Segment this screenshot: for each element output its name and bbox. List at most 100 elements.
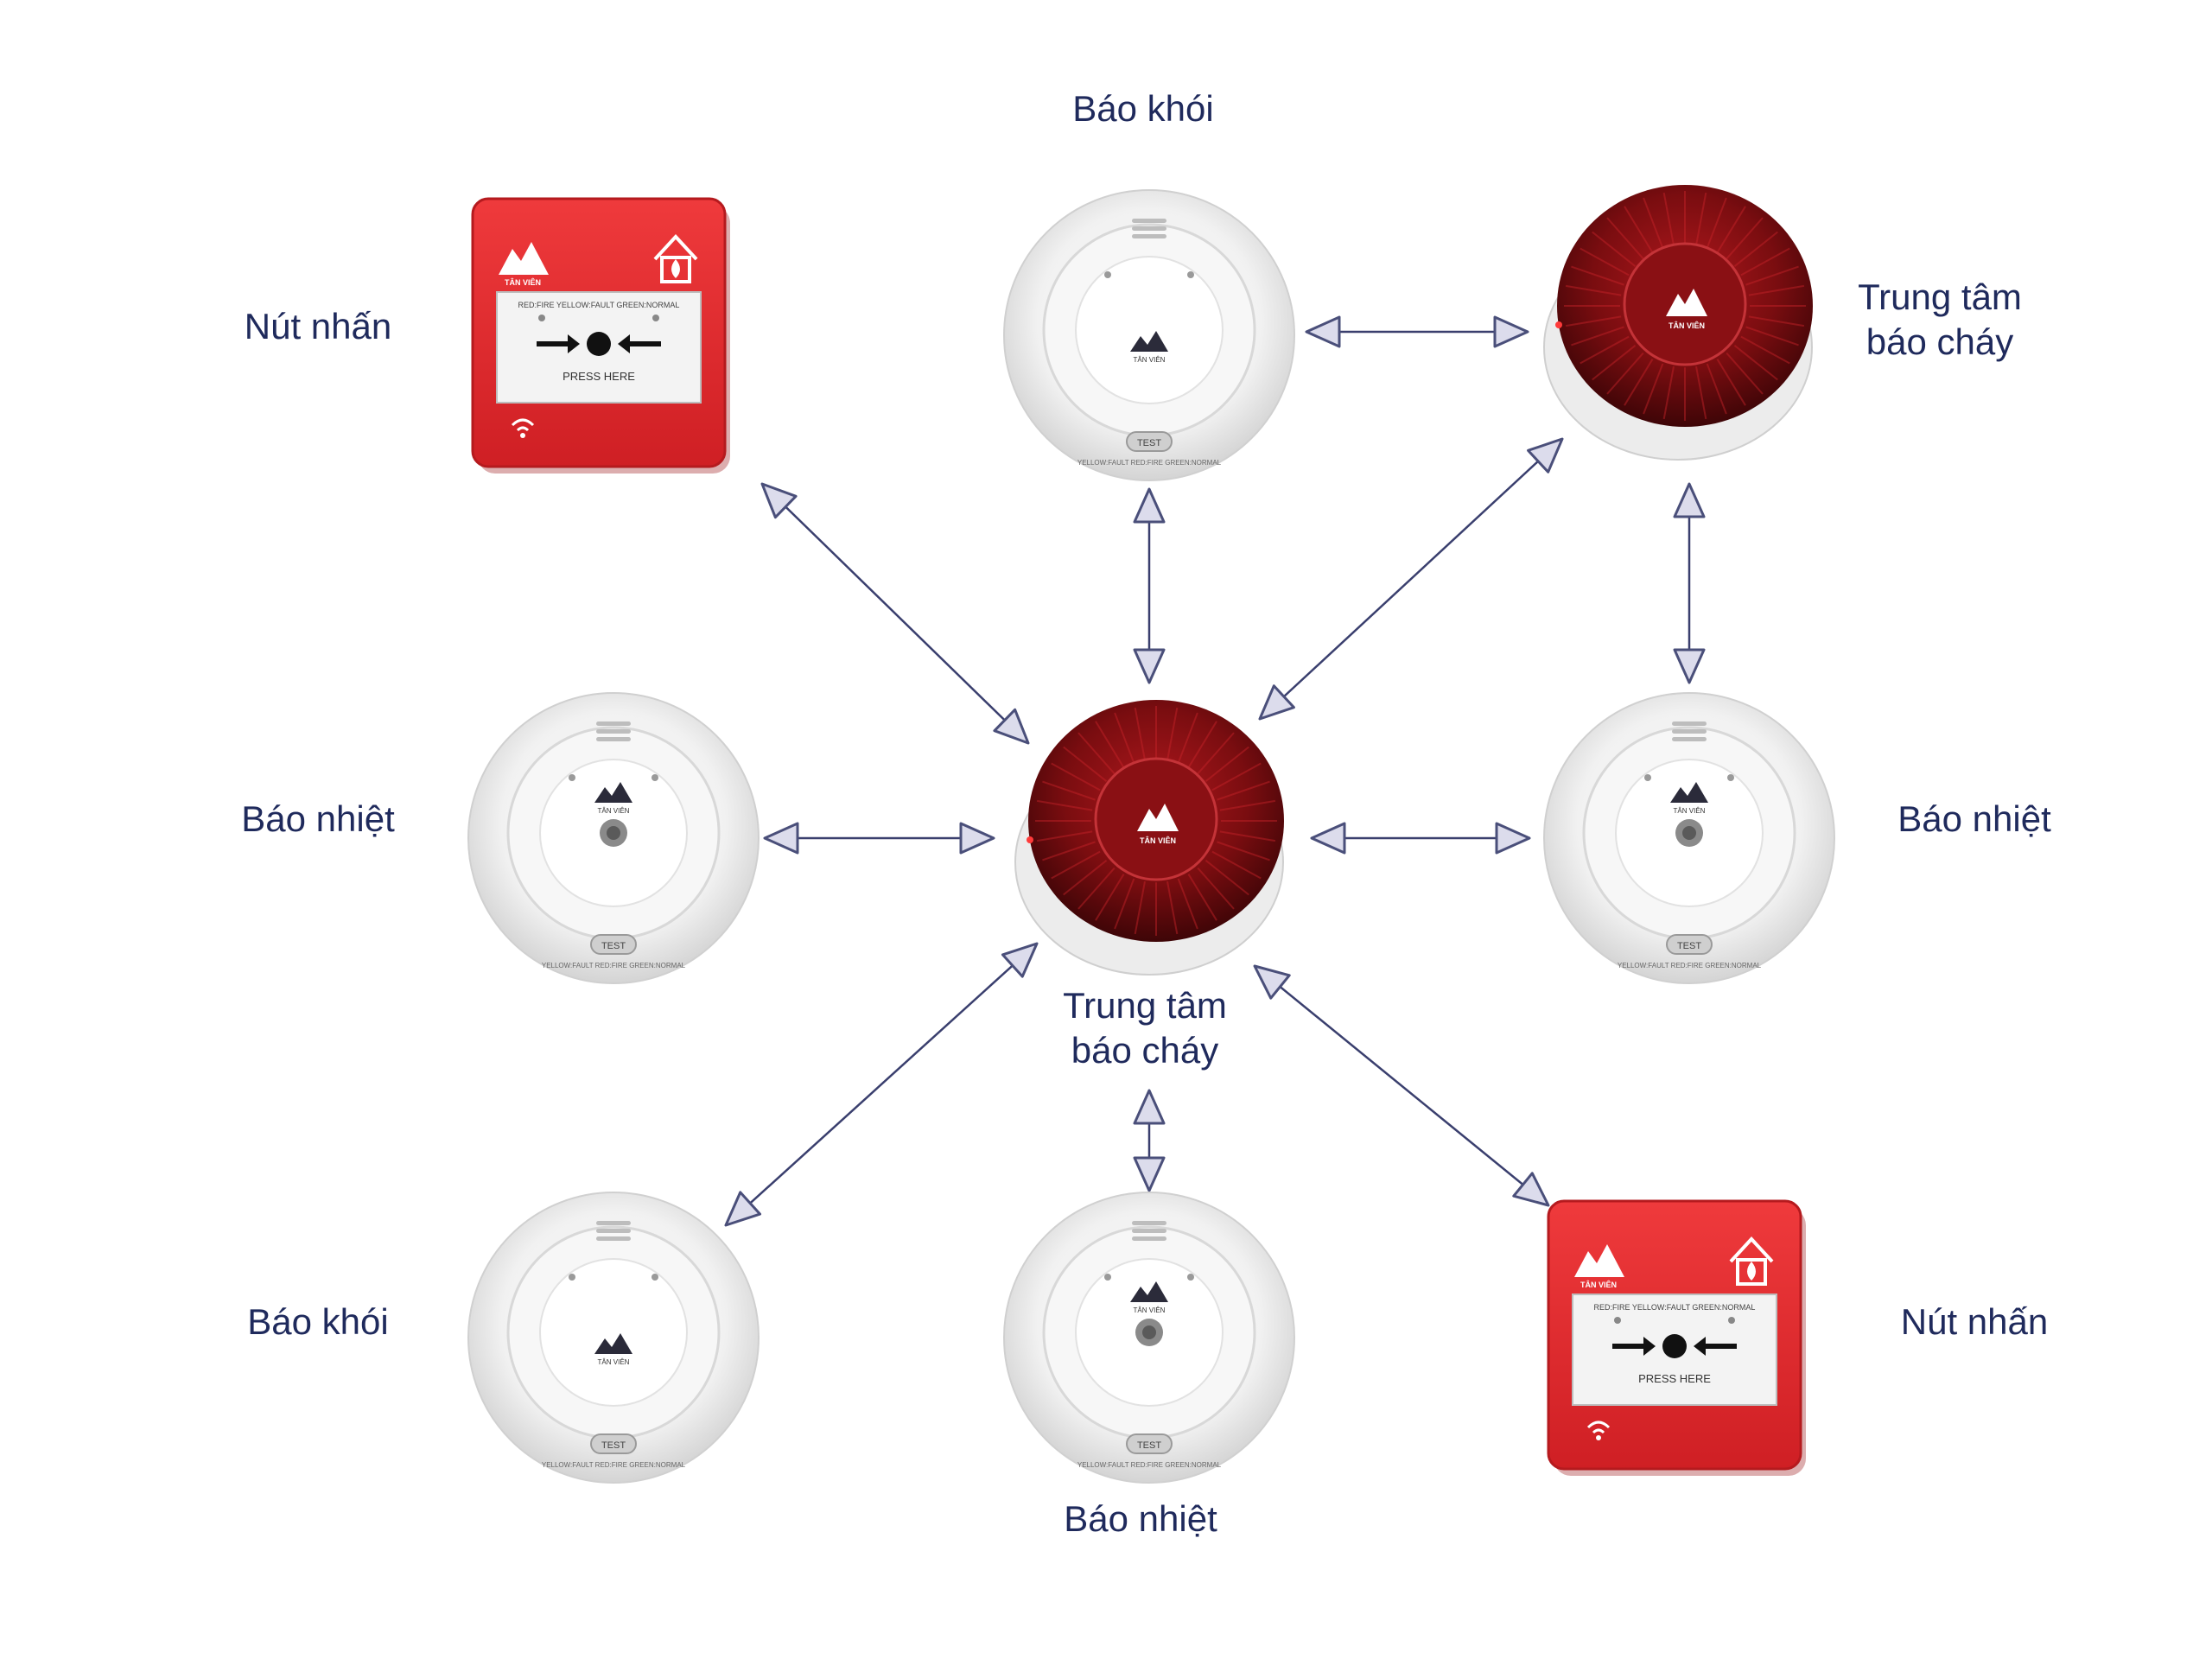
panel-rib: [1134, 880, 1146, 935]
arrow-smoke-to-center-head-start: [1133, 487, 1166, 524]
arrow-center-to-heat-bottom-head-start: [1133, 1089, 1166, 1125]
connection-arrows: [724, 315, 1706, 1227]
heat-sensor-core: [607, 826, 620, 840]
brand-text: TÂN VIÊN: [1580, 1280, 1617, 1289]
label-button-top-left: Nút nhấn: [244, 306, 392, 346]
led-indicator: [1104, 271, 1111, 278]
panel-rib: [1565, 315, 1622, 327]
press-here-text: PRESS HERE: [563, 370, 635, 383]
press-arrowhead-left: [1643, 1337, 1656, 1356]
label-heat-bottom: Báo nhiệt: [1064, 1498, 1217, 1539]
arrow-button-to-center-head-end: [993, 708, 1030, 745]
mountain-logo-icon: [1666, 289, 1707, 316]
test-label: TEST: [1677, 941, 1701, 951]
panel-rib: [1042, 780, 1096, 801]
wifi-icon-dot: [1596, 1435, 1601, 1440]
arrow-center-to-smoke-bottom-head-start: [1001, 942, 1039, 978]
arrow-heat-left-to-center-head-end: [959, 822, 995, 855]
status-legend: RED:FIRE YELLOW:FAULT GREEN:NORMAL: [518, 301, 680, 309]
panel-rib: [1748, 315, 1805, 327]
arrow-center-to-heat-right-head-start: [1310, 822, 1346, 855]
led-indicator: [1187, 271, 1194, 278]
brand-text: TÂN VIÊN: [505, 277, 541, 287]
panel-rib: [1606, 217, 1644, 260]
wifi-icon-inner: [516, 426, 530, 432]
panel-rib: [1166, 880, 1179, 935]
panel-rib: [1716, 206, 1746, 253]
panel-rib: [1114, 712, 1135, 764]
panel-rib: [1592, 231, 1637, 267]
panel-rib: [1051, 762, 1101, 791]
panel-rib: [1580, 247, 1630, 276]
arrow-smoke-to-center-head-end: [1133, 648, 1166, 684]
led-indicator: [569, 1274, 575, 1281]
arrow-button-to-center-line: [761, 483, 1029, 744]
panel-rib: [1166, 707, 1179, 761]
brand-text: TÂN VIÊN: [598, 807, 630, 815]
brand-text: TÂN VIÊN: [598, 1358, 630, 1366]
led-indicator: [538, 315, 545, 321]
arrow-smoke-to-top-panel-head-start: [1305, 315, 1341, 348]
arrow-center-to-heat-right-head-end: [1495, 822, 1531, 855]
detector-legend: YELLOW:FAULT RED:FIRE GREEN:NORMAL: [542, 962, 686, 969]
mountain-logo-icon: [594, 782, 632, 803]
manual-call-point-top-left: TÂN VIÊN RED:FIRE YELLOW:FAULT GREEN:NORM…: [471, 197, 730, 474]
wifi-icon-inner: [1592, 1428, 1605, 1434]
panel-rib: [1716, 359, 1746, 406]
led-indicator: [1727, 774, 1734, 781]
label-heat-left: Báo nhiệt: [241, 798, 395, 839]
panel-rib: [1740, 247, 1790, 276]
wifi-icon: [511, 418, 535, 427]
panel-rib: [1740, 335, 1790, 365]
panel-rib: [1643, 363, 1664, 415]
arrow-top-panel-to-center-line: [1259, 438, 1563, 720]
arrow-top-panel-to-center-head-start: [1527, 437, 1564, 474]
led-indicator: [1104, 1274, 1111, 1281]
brand-text: TÂN VIÊN: [1140, 836, 1176, 845]
detector-legend: YELLOW:FAULT RED:FIRE GREEN:NORMAL: [542, 1461, 686, 1469]
panel-rib: [1077, 732, 1116, 775]
brand-text: TÂN VIÊN: [1134, 356, 1166, 364]
panel-rib: [1565, 284, 1622, 296]
panel-rib: [1219, 799, 1276, 811]
vent-slot: [1132, 1229, 1166, 1233]
test-button: [1126, 1433, 1173, 1454]
panel-rib: [1624, 206, 1654, 253]
house-fire-icon-base: [1736, 1258, 1767, 1286]
panel-rib: [1187, 721, 1217, 768]
detector-face: [539, 1258, 688, 1407]
mountain-logo-icon: [594, 1333, 632, 1354]
arrow-center-to-button-bottom-head-start: [1253, 964, 1291, 1000]
arrow-center-to-smoke-bottom-line: [725, 943, 1038, 1226]
vent-slot: [1132, 1221, 1166, 1225]
arrow-top-panel-to-heat-right-head-end: [1673, 648, 1706, 684]
panel-rib: [1211, 762, 1262, 791]
panel-rib: [1624, 359, 1654, 406]
heat-sensor-core: [1682, 826, 1696, 840]
test-button: [1666, 934, 1713, 955]
power-led: [1555, 321, 1562, 328]
vent-slot: [1672, 721, 1707, 726]
vent-slot: [596, 1229, 631, 1233]
label-heat-right: Báo nhiệt: [1897, 798, 2051, 839]
panel-rib: [1592, 345, 1637, 381]
panel-rib: [1077, 867, 1116, 910]
vent-slot: [1132, 226, 1166, 231]
panel-rib: [1114, 878, 1135, 930]
detector-legend: YELLOW:FAULT RED:FIRE GREEN:NORMAL: [1077, 1461, 1222, 1469]
panel-rib: [1063, 746, 1108, 782]
test-label: TEST: [1137, 1440, 1161, 1451]
brand-text: TÂN VIÊN: [1674, 807, 1706, 815]
panel-rib: [1197, 867, 1235, 910]
panel-rib: [1726, 352, 1764, 395]
test-button: [590, 1433, 637, 1454]
flame-icon: [671, 259, 680, 278]
panel-rib: [1205, 860, 1249, 896]
panel-rib: [1177, 712, 1198, 764]
